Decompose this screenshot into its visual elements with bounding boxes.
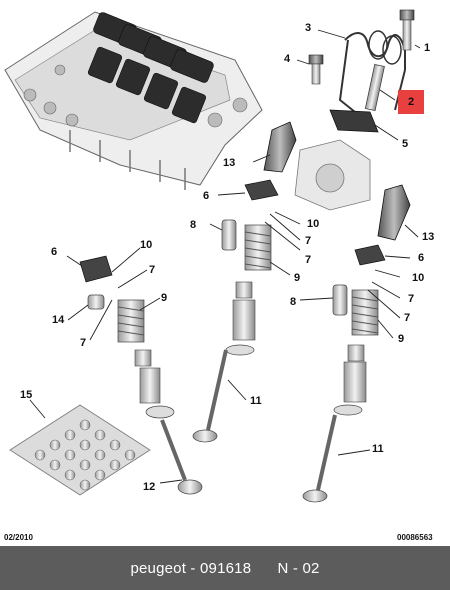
footer-bar: peugeot - 091618 N - 02 xyxy=(0,546,450,590)
diagram-date: 02/2010 xyxy=(4,533,33,542)
callout-15: 15 xyxy=(20,389,33,401)
callout-9-left: 9 xyxy=(161,292,168,304)
housing-illustration xyxy=(294,139,371,211)
callout-6-left: 6 xyxy=(51,246,58,258)
hydraulic-lifter-6-right-illustration xyxy=(354,244,386,266)
bracket-illustration-5 xyxy=(329,109,379,133)
valve-seal-center-illustration xyxy=(225,281,256,356)
callout-10-right: 10 xyxy=(412,272,425,284)
valve-11-center-illustration xyxy=(192,349,228,443)
callout-4: 4 xyxy=(284,53,291,65)
valve-spring-9-left-illustration xyxy=(117,299,145,343)
callout-9-center: 9 xyxy=(294,272,301,284)
callout-6-right: 6 xyxy=(418,252,425,264)
footer-brand: peugeot xyxy=(130,559,187,577)
footer-code: N - 02 xyxy=(277,559,320,577)
valve-12-illustration xyxy=(160,419,203,495)
callout-14: 14 xyxy=(52,314,65,326)
valve-spring-9-center-illustration xyxy=(244,224,272,271)
callout-10-center: 10 xyxy=(307,218,320,230)
callout-8-right: 8 xyxy=(290,296,297,308)
callout-12: 12 xyxy=(143,481,156,493)
hydraulic-lifter-6-left-illustration xyxy=(79,255,113,283)
pin-illustration-2 xyxy=(364,64,385,111)
callout-3: 3 xyxy=(305,22,312,34)
callout-13-right: 13 xyxy=(422,231,435,243)
callout-1: 1 xyxy=(424,42,431,54)
callout-10-left: 10 xyxy=(140,239,153,251)
callout-7-right-a: 7 xyxy=(408,293,415,305)
footer-part-number: 091618 xyxy=(200,559,252,577)
tappet-8-right-illustration xyxy=(332,284,348,316)
exploded-valve-train-diagram xyxy=(4,9,421,503)
leader-lines xyxy=(29,29,421,484)
callout-5: 5 xyxy=(402,138,409,150)
rocker-arm-13b-illustration xyxy=(377,184,411,241)
bolt-illustration-1 xyxy=(399,9,415,51)
tappet-8-center-illustration xyxy=(221,219,237,251)
callout-7-center-b: 7 xyxy=(305,254,312,266)
callout-7-center-a: 7 xyxy=(305,235,312,247)
tappet-14-illustration xyxy=(87,294,105,310)
callout-9-right: 9 xyxy=(398,333,405,345)
valve-seal-left-illustration xyxy=(134,349,175,419)
footer-spacer xyxy=(251,560,277,577)
callout-7-right-b: 7 xyxy=(404,312,411,324)
callout-11-right: 11 xyxy=(372,443,384,455)
callout-11-center: 11 xyxy=(250,395,262,407)
cylinder-head-illustration xyxy=(4,11,263,190)
valve-seal-right-illustration xyxy=(333,344,367,416)
diagram-reference: 00086563 xyxy=(397,533,433,542)
valve-spring-9-right-illustration xyxy=(351,289,379,336)
callout-6-center: 6 xyxy=(203,190,210,202)
callout-13: 13 xyxy=(223,157,236,169)
bolt-illustration-4 xyxy=(308,54,324,85)
callout-7-left-a: 7 xyxy=(149,264,156,276)
callout-8-center: 8 xyxy=(190,219,197,231)
callout-2-highlighted: 2 xyxy=(398,90,424,114)
footer-separator: - xyxy=(186,559,200,577)
hydraulic-lifter-6-center-illustration xyxy=(244,179,279,201)
valve-seal-kit-15-illustration xyxy=(9,404,151,496)
valve-11-right-illustration xyxy=(302,414,337,503)
rocker-arm-13-illustration xyxy=(263,121,297,173)
callout-7-left-b: 7 xyxy=(80,337,87,349)
